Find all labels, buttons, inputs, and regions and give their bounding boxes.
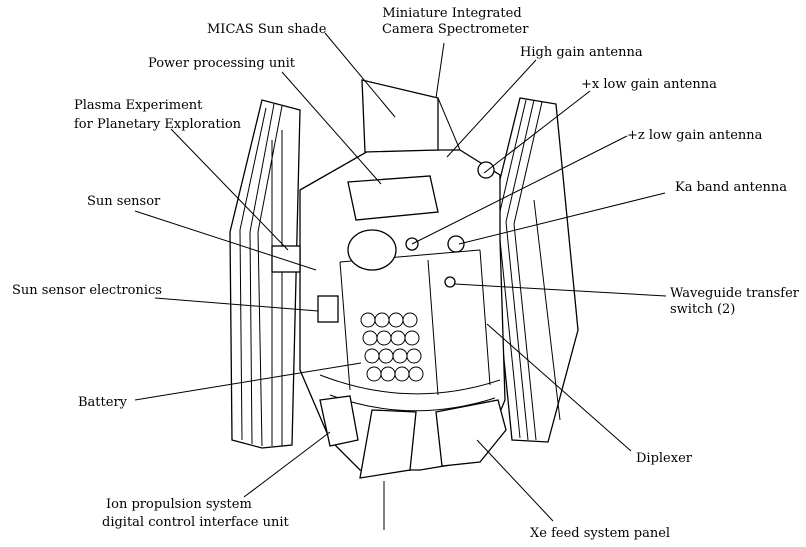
xe-panel xyxy=(435,399,507,467)
label-plus-x-low-gain-antenna: +x low gain antenna xyxy=(581,77,717,92)
label-ips-line2: digital control interface unit xyxy=(102,515,289,530)
left-solar-array xyxy=(229,99,301,449)
label-power-processing-unit: Power processing unit xyxy=(148,56,296,71)
label-micas-sun-shade: MICAS Sun shade xyxy=(207,22,327,37)
label-sun-sensor: Sun sensor xyxy=(87,194,161,209)
label-diplexer: Diplexer xyxy=(636,451,692,466)
battery-cells xyxy=(360,312,424,382)
label-ka-band-antenna: Ka band antenna xyxy=(675,180,788,195)
label-waveguide-line2: switch (2) xyxy=(670,302,736,317)
pepe-box xyxy=(271,245,301,273)
ka-antenna xyxy=(447,235,465,253)
label-micas-line1: Miniature Integrated xyxy=(382,6,522,21)
label-xe-feed-system-panel: Xe feed system panel xyxy=(530,526,671,541)
ppu-box xyxy=(347,175,439,221)
waveguide-switch xyxy=(444,276,456,288)
label-pepe-line2: for Planetary Exploration xyxy=(74,117,242,132)
ips-fixture xyxy=(359,409,417,479)
label-waveguide-line1: Waveguide transfer xyxy=(670,286,799,301)
plus-x-lga xyxy=(477,161,495,179)
right-solar-array xyxy=(489,97,579,443)
label-ips-line1: Ion propulsion system xyxy=(106,497,252,512)
label-pepe-line1: Plasma Experiment xyxy=(74,98,203,113)
high-gain-dish xyxy=(347,229,397,271)
ips-dciu-box xyxy=(319,395,359,447)
label-plus-z-low-gain-antenna: +z low gain antenna xyxy=(627,128,763,143)
sun-sensor-electronics-box xyxy=(317,295,339,323)
label-high-gain-antenna: High gain antenna xyxy=(520,45,643,60)
label-battery: Battery xyxy=(78,395,128,410)
micas-sun-shade-panel xyxy=(361,79,439,153)
label-micas-line2: Camera Spectrometer xyxy=(382,22,529,37)
leader-lines xyxy=(134,32,667,530)
label-sun-sensor-electronics: Sun sensor electronics xyxy=(12,283,162,298)
